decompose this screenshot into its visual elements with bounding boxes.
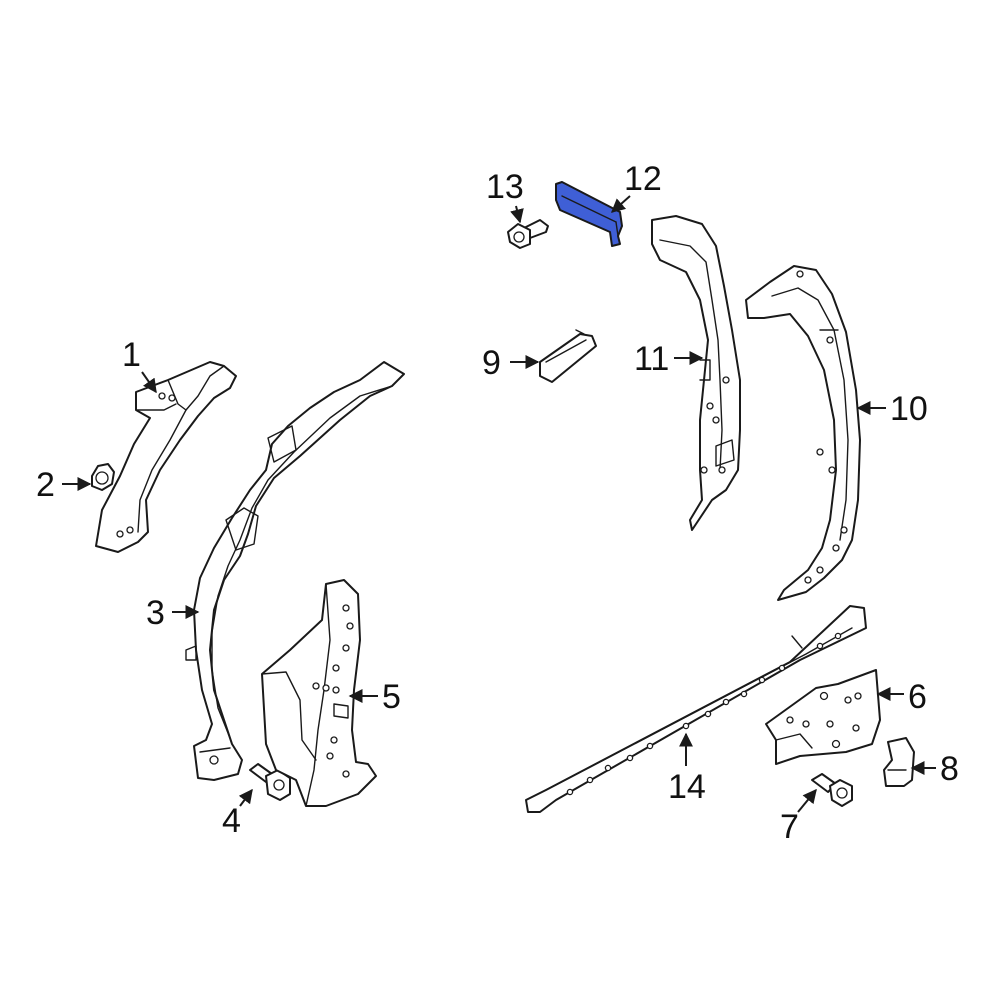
callout-14: 14 [668, 768, 706, 806]
callout-1: 1 [122, 336, 141, 374]
part-2-nut[interactable] [91, 463, 115, 491]
callout-5: 5 [382, 678, 401, 716]
callout-13: 13 [486, 168, 524, 206]
callout-11: 11 [634, 340, 669, 378]
part-7-bolt[interactable] [811, 773, 853, 807]
callout-6: 6 [908, 678, 927, 716]
part-5-lower-pillar[interactable] [261, 579, 377, 807]
part-8-clip[interactable] [883, 737, 915, 787]
part-3-curved-pillar[interactable] [185, 361, 405, 781]
part-6-bracket-plate[interactable] [765, 669, 881, 765]
part-11-inner-pillar[interactable] [651, 215, 741, 531]
part-1-pillar-bracket[interactable] [95, 361, 237, 553]
part-9-bracket[interactable] [539, 329, 597, 383]
leader-lines [62, 195, 936, 813]
callout-10: 10 [890, 390, 928, 428]
callout-7: 7 [780, 808, 799, 846]
callout-8: 8 [940, 750, 959, 788]
callout-4: 4 [222, 802, 241, 840]
part-13-bolt[interactable] [507, 219, 549, 249]
callout-labels: 1 2 3 4 5 6 7 8 9 10 11 12 13 14 [36, 160, 959, 846]
part-14-rocker[interactable] [525, 605, 867, 813]
callout-12: 12 [624, 160, 662, 198]
part-10-outer-pillar[interactable] [745, 265, 861, 601]
callout-9: 9 [482, 344, 501, 382]
callout-2: 2 [36, 466, 55, 504]
callout-3: 3 [146, 594, 165, 632]
part-12-highlighted-brace[interactable] [555, 181, 623, 247]
